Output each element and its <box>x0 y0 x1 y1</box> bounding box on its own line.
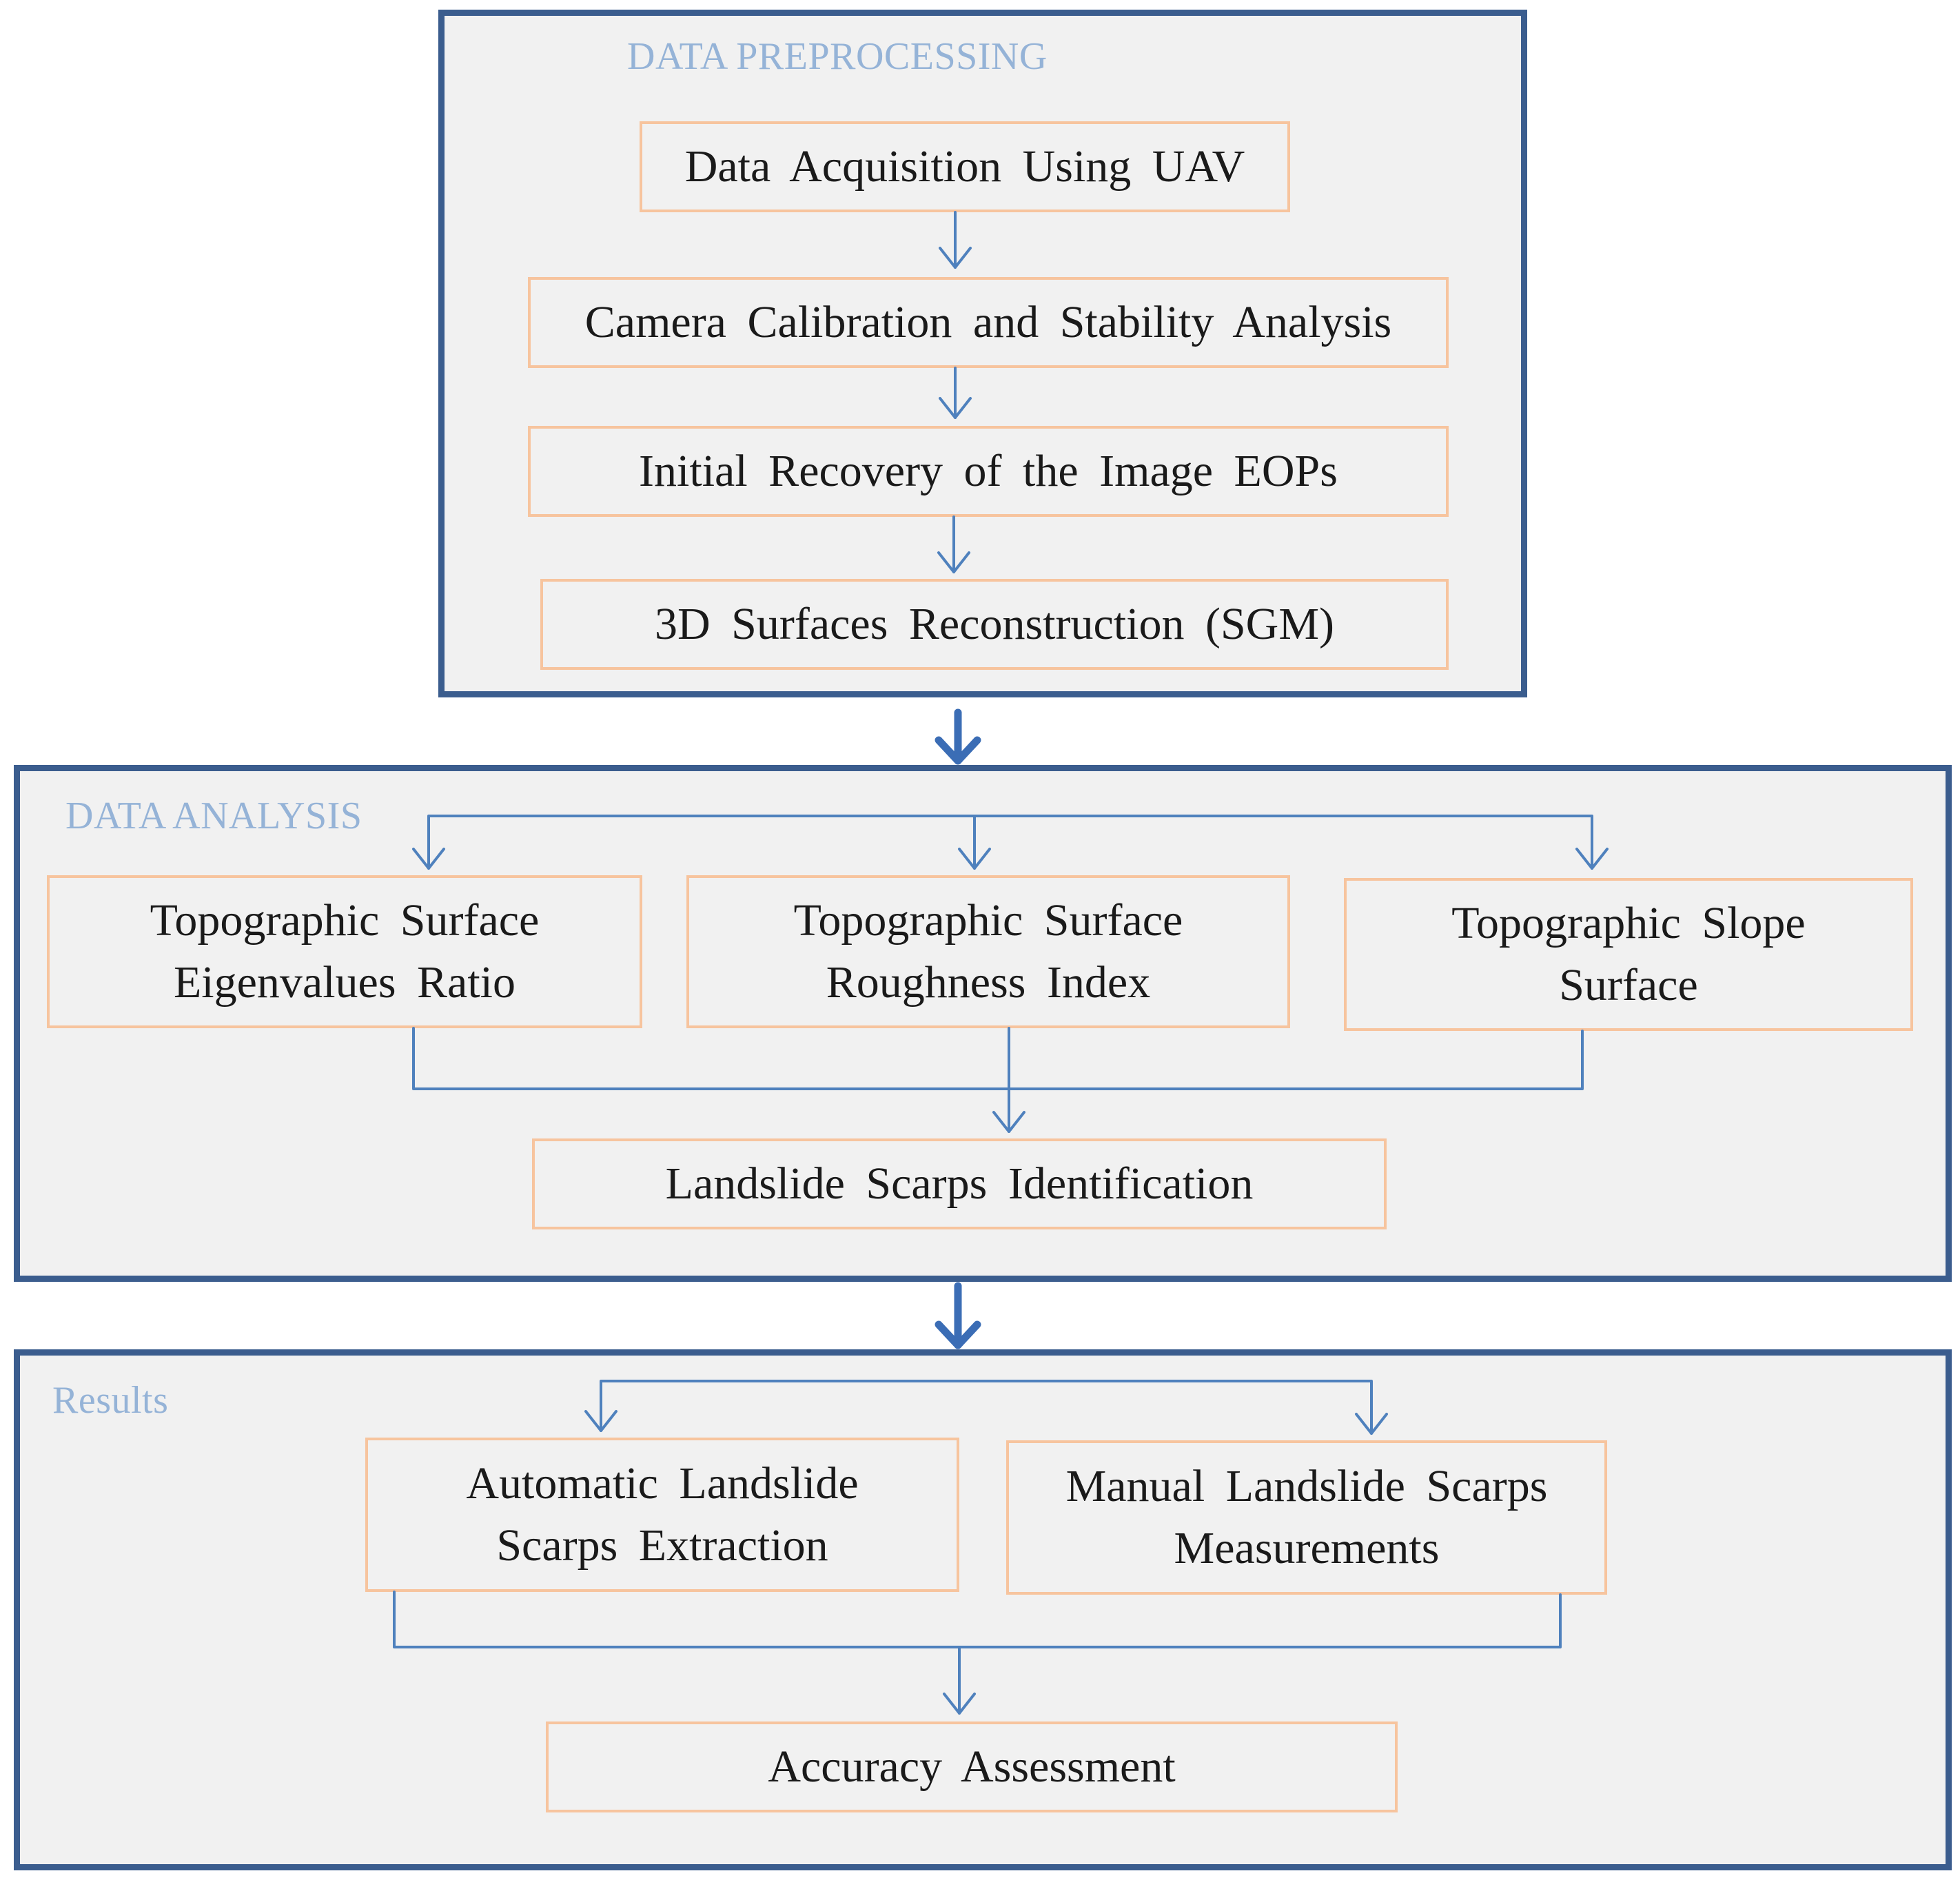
arrow-preprocessing-to-analysis <box>935 708 981 765</box>
node-label-line: Manual Landslide Scarps <box>1065 1461 1548 1512</box>
node-label-line: 3D Surfaces Reconstruction (SGM) <box>655 599 1334 650</box>
node-label-line: Initial Recovery of the Image EOPs <box>639 446 1338 497</box>
node-label-line: Topographic Surface <box>150 895 540 946</box>
node-label-line: Topographic Slope <box>1451 898 1806 949</box>
node-data-acquisition: Data Acquisition Using UAV <box>640 121 1290 212</box>
node-label-line: Camera Calibration and Stability Analysi… <box>584 297 1392 348</box>
node-accuracy-assessment: Accuracy Assessment <box>546 1721 1398 1812</box>
node-label-line: Scarps Extraction <box>496 1520 828 1571</box>
preprocessing-section-title: DATA PREPROCESSING <box>627 35 1048 78</box>
node-label-line: Eigenvalues Ratio <box>173 957 516 1008</box>
node-label-line: Topographic Surface <box>793 895 1183 946</box>
node-initial-recovery: Initial Recovery of the Image EOPs <box>528 426 1449 517</box>
node-label-line: Landslide Scarps Identification <box>665 1158 1254 1209</box>
analysis-section-title: DATA ANALYSIS <box>65 795 363 837</box>
node-label-line: Automatic Landslide <box>466 1458 859 1509</box>
node-label-line: Accuracy Assessment <box>768 1741 1176 1792</box>
node-label-line: Measurements <box>1174 1523 1440 1573</box>
node-scarps-identification: Landslide Scarps Identification <box>532 1138 1387 1229</box>
node-surface-reconstruction: 3D Surfaces Reconstruction (SGM) <box>540 579 1449 670</box>
node-label-line: Data Acquisition Using UAV <box>684 141 1245 192</box>
results-section-title: Results <box>52 1379 169 1422</box>
node-label-line: Surface <box>1559 960 1698 1010</box>
node-label-line: Roughness Index <box>826 957 1151 1008</box>
node-camera-calibration: Camera Calibration and Stability Analysi… <box>528 277 1449 368</box>
arrow-analysis-to-results <box>935 1282 981 1349</box>
